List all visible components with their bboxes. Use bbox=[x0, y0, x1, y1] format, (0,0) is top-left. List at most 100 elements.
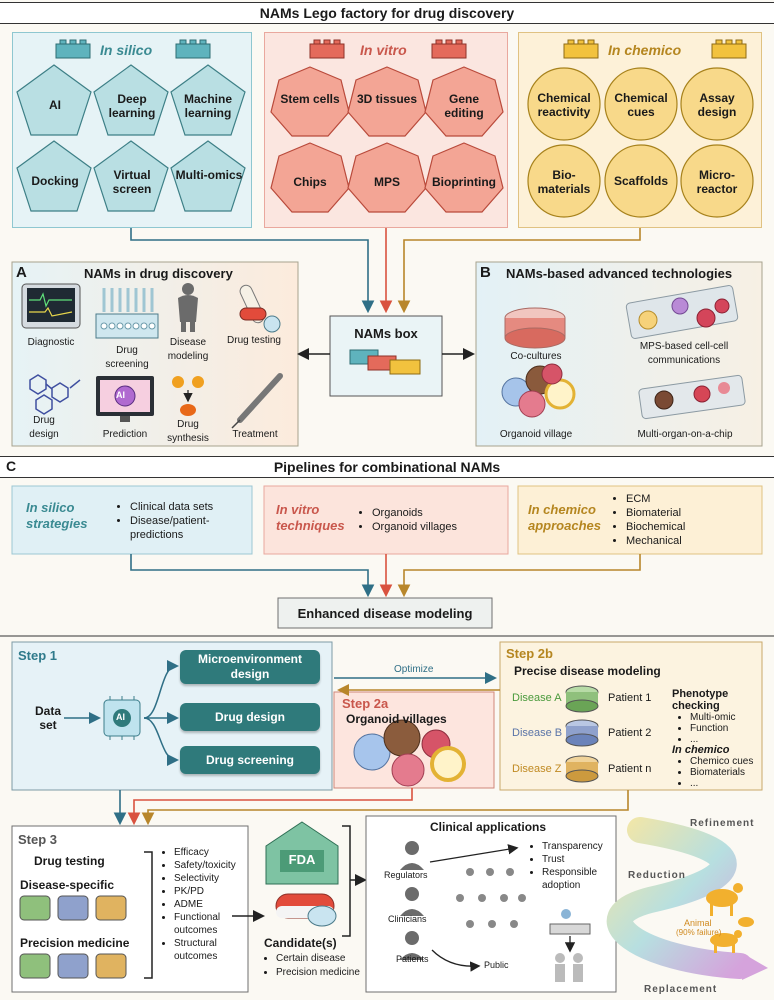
patient-2-label: Patient 2 bbox=[608, 727, 652, 739]
testing-outcome-item: Functional outcomes bbox=[174, 911, 260, 937]
chemico-approach-item: ECM bbox=[626, 492, 766, 506]
prediction-ai-label: AI bbox=[116, 390, 125, 400]
vitro-technique-list: Organoids Organoid villages bbox=[358, 506, 512, 534]
panel-a-letter: A bbox=[16, 264, 27, 281]
testing-outcome-item: Selectivity bbox=[174, 872, 260, 885]
chemico-item-assay: Assay design bbox=[697, 91, 737, 119]
candidate-item: Precision medicine bbox=[276, 966, 380, 980]
disease-z-label: Disease Z bbox=[512, 763, 562, 775]
lego-brick-icon bbox=[55, 39, 747, 59]
animal-silhouette-icons bbox=[706, 883, 754, 953]
chemico-approach-item: Biomaterial bbox=[626, 506, 766, 520]
testing-outcome-item: Efficacy bbox=[174, 846, 260, 859]
candidates-title: Candidate(s) bbox=[264, 936, 337, 950]
testing-outcome-item: Safety/toxicity bbox=[174, 859, 260, 872]
chemico-item-cues: Chemical cues bbox=[614, 91, 668, 119]
panel-b-mps-communications: MPS-based cell-cell communications bbox=[639, 341, 729, 366]
main-title: NAMs Lego factory for drug discovery bbox=[0, 2, 774, 24]
panel-a-diagnostic: Diagnostic bbox=[27, 337, 75, 348]
nams-box-label: NAMs box bbox=[354, 326, 418, 341]
step2b-label: Step 2b bbox=[506, 646, 553, 661]
chemico-item: Biomaterials bbox=[690, 767, 774, 778]
precision-medicine-label: Precision medicine bbox=[20, 936, 130, 950]
drug-screening-pill: Drug screening bbox=[180, 746, 320, 774]
silico-strategy-item: Clinical data sets bbox=[130, 500, 262, 514]
silico-item-ai: AI bbox=[49, 98, 61, 112]
clinical-title: Clinical applications bbox=[430, 820, 547, 834]
panel-a-drug-design: Drug design bbox=[29, 415, 59, 440]
silico-strategy-box bbox=[11, 485, 253, 555]
in-silico-title: In silico bbox=[100, 42, 153, 58]
vitro-technique-box bbox=[263, 485, 509, 555]
panel-b-co-cultures: Co-cultures bbox=[510, 351, 562, 362]
testing-outcome-item: PK/PD bbox=[174, 885, 260, 898]
drug-testing-tube-icon bbox=[239, 284, 281, 333]
drug-design-molecule-icon bbox=[29, 374, 81, 415]
treatment-syringe-icon bbox=[231, 373, 283, 429]
organoid-villages-icon bbox=[353, 719, 466, 787]
candidate-item: Certain disease bbox=[276, 952, 380, 966]
co-cultures-dish-icon bbox=[504, 307, 566, 349]
microenvironment-design-pill: Microenvironment design bbox=[180, 650, 320, 684]
fda-label: FDA bbox=[288, 852, 316, 867]
silico-item-deep-learning: Deep learning bbox=[108, 92, 156, 120]
in-vitro-heptagons bbox=[270, 66, 504, 213]
role-patients: Patients bbox=[396, 954, 429, 964]
disease-modeling-figure-icon bbox=[178, 283, 198, 332]
enhanced-box bbox=[277, 597, 493, 629]
panel-a-drug-screening: Drug screening bbox=[105, 345, 149, 370]
public-label: Public bbox=[484, 960, 509, 970]
panel-a-drug-synthesis: Drug synthesis bbox=[167, 419, 209, 444]
drug-synthesis-icon bbox=[172, 376, 204, 416]
silico-strategy-item: Disease/patient-predictions bbox=[130, 514, 262, 542]
phenotype-title: Phenotype checking bbox=[672, 688, 729, 712]
testing-outcome-item: ADME bbox=[174, 898, 260, 911]
chemico-item: ... bbox=[690, 778, 774, 789]
panel-a-title: NAMs in drug discovery bbox=[84, 266, 233, 281]
panel-a-disease-modeling: Disease modeling bbox=[167, 337, 209, 362]
chemico-approach-list: ECM Biomaterial Biochemical Mechanical bbox=[612, 492, 766, 548]
chemico-subtitle: In chemico bbox=[672, 744, 730, 756]
step3-box bbox=[11, 825, 249, 993]
panel-a-treatment: Treatment bbox=[232, 429, 278, 440]
testing-outcomes-list: Efficacy Safety/toxicity Selectivity PK/… bbox=[160, 846, 260, 963]
panel-b-letter: B bbox=[480, 264, 491, 281]
step1-label: Step 1 bbox=[18, 648, 58, 663]
enhanced-disease-modeling: Enhanced disease modeling bbox=[297, 606, 473, 621]
patient-dish-icons bbox=[565, 685, 599, 783]
phenotype-item: Function bbox=[690, 723, 774, 734]
panel-b-title: NAMs-based advanced technologies bbox=[506, 266, 733, 281]
in-chemico-circles bbox=[527, 67, 754, 218]
optimize-label: Optimize bbox=[394, 664, 434, 675]
refinement-label: Refinement bbox=[690, 818, 755, 829]
panel-b-organoid-village: Organoid village bbox=[499, 429, 573, 440]
vitro-item-gene-editing: Gene editing bbox=[444, 92, 484, 120]
step2a-title: Organoid villages bbox=[346, 712, 447, 726]
step3-title: Drug testing bbox=[34, 854, 105, 868]
disease-specific-label: Disease-specific bbox=[20, 878, 115, 892]
chemico-item-biomaterials: Bio-materials bbox=[537, 168, 591, 196]
organoid-village-icon bbox=[501, 363, 576, 418]
dataset-label: Data set bbox=[34, 704, 61, 732]
clinical-bullets: Transparency Trust Responsible adoption bbox=[528, 840, 626, 892]
vitro-technique-item: Organoid villages bbox=[372, 520, 512, 534]
candidates-list: Certain disease Precision medicine bbox=[262, 952, 380, 980]
animal-failure-note: (90% failure) bbox=[676, 928, 722, 937]
vitro-item-3d-tissues: 3D tissues bbox=[356, 92, 418, 106]
role-regulators: Regulators bbox=[384, 870, 428, 880]
vitro-item-chips: Chips bbox=[293, 175, 327, 189]
step3-label: Step 3 bbox=[18, 832, 58, 847]
step2b-title: Precise disease modeling bbox=[514, 664, 661, 678]
vitro-item-mps: MPS bbox=[373, 175, 400, 189]
disease-a-label: Disease A bbox=[512, 692, 562, 704]
panel-a-drug-testing: Drug testing bbox=[227, 335, 281, 346]
drug-screening-plate-icon bbox=[95, 288, 159, 339]
chemico-list: Chemico cues Biomaterials ... bbox=[676, 756, 774, 789]
chemico-item: Chemico cues bbox=[690, 756, 774, 767]
clinical-bullet-item: Responsible adoption bbox=[542, 866, 626, 892]
diagnostic-monitor-icon bbox=[21, 283, 81, 329]
vitro-technique-item: Organoids bbox=[372, 506, 512, 520]
in-silico-pentagons bbox=[16, 64, 246, 212]
section-c-letter: C bbox=[6, 458, 17, 474]
panel-a-prediction: Prediction bbox=[102, 429, 148, 440]
